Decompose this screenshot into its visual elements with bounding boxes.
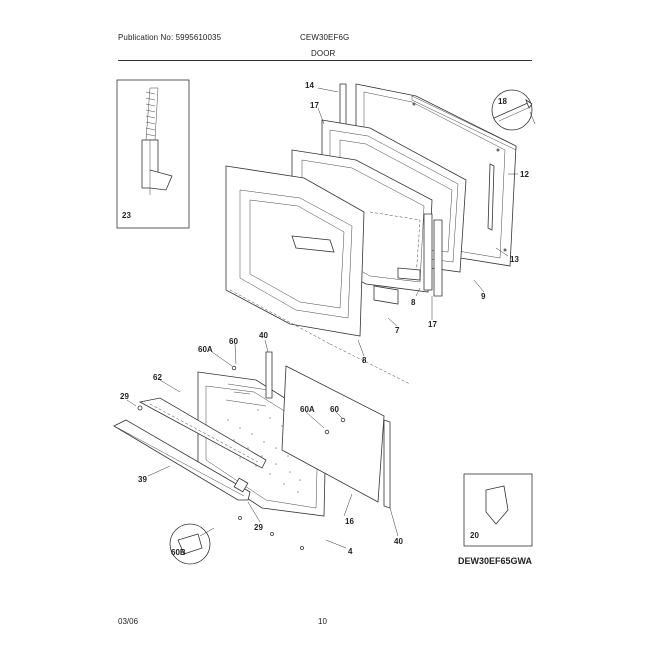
- callout-9: 9: [481, 292, 486, 301]
- callout-60B: 60B: [171, 548, 186, 557]
- inner-glass: [281, 365, 385, 503]
- publication-number: Publication No: 5995610035: [118, 33, 222, 42]
- door-handle: [113, 419, 251, 501]
- callout-13: 13: [510, 255, 519, 264]
- hinge-receiver-top: [265, 351, 273, 399]
- leader-lines: [126, 87, 518, 549]
- screws: [137, 365, 346, 550]
- callout-39: 39: [138, 475, 147, 484]
- callout-40-top: 40: [259, 331, 268, 340]
- callout-20: 20: [470, 531, 479, 540]
- side-channel: [397, 213, 443, 297]
- callout-17-lower: 17: [428, 320, 437, 329]
- alignment-line-2: [229, 289, 331, 345]
- inset-bracket-detail: [463, 473, 533, 547]
- callout-labels: 14 17 18 12 13 23 8 9 7 17 8 60A 60 40 6…: [120, 81, 533, 566]
- callout-40-side: 40: [394, 537, 403, 546]
- inset-hinge-detail: [116, 79, 190, 229]
- section-title: DOOR: [311, 49, 336, 58]
- header-rule: [118, 60, 532, 61]
- hinge-receiver-side: [383, 419, 391, 509]
- model-number: CEW30EF6G: [300, 33, 350, 42]
- footer-page-number: 10: [318, 617, 327, 626]
- callout-16: 16: [345, 517, 354, 526]
- callout-60-right: 60: [330, 405, 339, 414]
- callout-60A-left: 60A: [198, 345, 213, 354]
- callout-18: 18: [498, 97, 507, 106]
- vent-trim: [138, 397, 267, 469]
- callout-29-left: 29: [120, 392, 129, 401]
- inset-screw-detail: [491, 89, 536, 131]
- callout-23: 23: [122, 211, 131, 220]
- callout-8-upper: 8: [411, 298, 416, 307]
- callout-62: 62: [153, 373, 162, 382]
- footer-date: 03/06: [118, 617, 139, 626]
- door-liner: [225, 165, 399, 337]
- alignment-line: [329, 343, 411, 385]
- callout-12: 12: [520, 170, 529, 179]
- callout-29-lower: 29: [254, 523, 263, 532]
- callout-7: 7: [395, 326, 400, 335]
- gasket-strip: [339, 83, 347, 129]
- callout-60-left: 60: [229, 337, 238, 346]
- callout-14: 14: [305, 81, 314, 90]
- callout-8-lower: 8: [362, 356, 367, 365]
- callout-17-upper: 17: [310, 101, 319, 110]
- callout-60A-right: 60A: [300, 405, 315, 414]
- diagram-model-label: DEW30EF65GWA: [458, 556, 533, 566]
- inset-clip-detail: [169, 523, 215, 565]
- callout-4: 4: [348, 547, 353, 556]
